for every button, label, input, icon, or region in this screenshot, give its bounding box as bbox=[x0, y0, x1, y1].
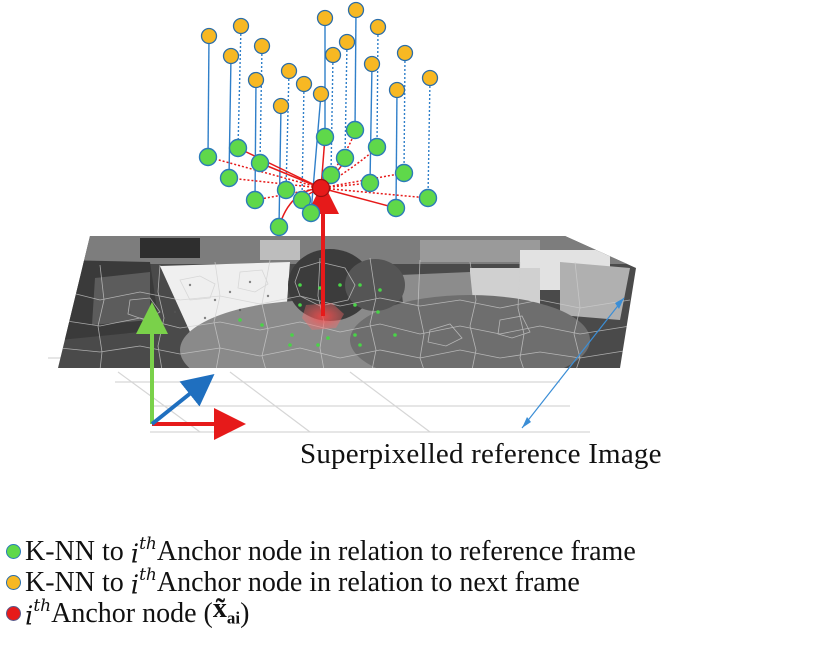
legend-suffix: ) bbox=[240, 598, 250, 629]
coordinate-axes bbox=[136, 302, 246, 440]
anchor-node bbox=[311, 178, 331, 198]
figure-caption: Superpixelled reference Image bbox=[300, 438, 662, 470]
green-node bbox=[245, 190, 265, 210]
green-node bbox=[301, 203, 321, 223]
superpixel-image bbox=[58, 236, 636, 368]
green-node bbox=[367, 137, 387, 157]
orange-node bbox=[232, 17, 250, 35]
green-node bbox=[345, 120, 365, 140]
orange-node bbox=[247, 71, 265, 89]
ith-symbol: ith bbox=[130, 533, 157, 570]
correspondence-links bbox=[207, 9, 431, 228]
ground-grid bbox=[48, 357, 590, 433]
ith-symbol: ith bbox=[130, 564, 157, 601]
legend-prefix: K-NN to bbox=[25, 567, 124, 598]
orange-node bbox=[396, 44, 414, 62]
legend-text: Anchor node in relation to next frame bbox=[156, 567, 580, 598]
green-node bbox=[418, 188, 438, 208]
orange-node bbox=[222, 47, 240, 65]
legend-text: Anchor node ( bbox=[51, 598, 213, 629]
green-node bbox=[321, 165, 341, 185]
legend-prefix: K-NN to bbox=[25, 536, 124, 567]
orange-node bbox=[253, 37, 271, 55]
orange-node bbox=[421, 69, 439, 87]
orange-node bbox=[324, 46, 342, 64]
orange-node bbox=[338, 33, 356, 51]
anchor-superpixel bbox=[302, 303, 344, 330]
green-nodes bbox=[198, 120, 438, 237]
orange-circle-icon bbox=[6, 575, 21, 590]
orange-node bbox=[295, 75, 313, 93]
orange-node bbox=[388, 81, 406, 99]
green-node bbox=[292, 190, 312, 210]
green-node bbox=[276, 180, 296, 200]
orange-node bbox=[272, 97, 290, 115]
legend-text: Anchor node in relation to reference fra… bbox=[156, 536, 636, 567]
green-node bbox=[198, 147, 218, 167]
ith-symbol: ith bbox=[25, 595, 52, 632]
green-node bbox=[315, 127, 335, 147]
green-node bbox=[250, 153, 270, 173]
green-node bbox=[219, 168, 239, 188]
orange-node bbox=[369, 18, 387, 36]
green-node bbox=[386, 198, 406, 218]
green-node bbox=[269, 217, 289, 237]
green-node bbox=[335, 148, 355, 168]
orange-node bbox=[312, 85, 330, 103]
axis-z-arrow bbox=[150, 374, 215, 426]
orange-node bbox=[316, 9, 334, 27]
green-circle-icon bbox=[6, 544, 21, 559]
orange-node bbox=[363, 55, 381, 73]
green-node bbox=[394, 163, 414, 183]
anchor-symbol: x̃ai bbox=[212, 593, 241, 628]
orange-node bbox=[347, 1, 365, 19]
orange-node bbox=[200, 27, 218, 45]
red-circle-icon bbox=[6, 606, 21, 621]
orange-nodes bbox=[200, 1, 439, 115]
orange-node bbox=[280, 62, 298, 80]
green-node bbox=[360, 173, 380, 193]
caption-pointer bbox=[521, 297, 625, 429]
green-node bbox=[228, 138, 248, 158]
